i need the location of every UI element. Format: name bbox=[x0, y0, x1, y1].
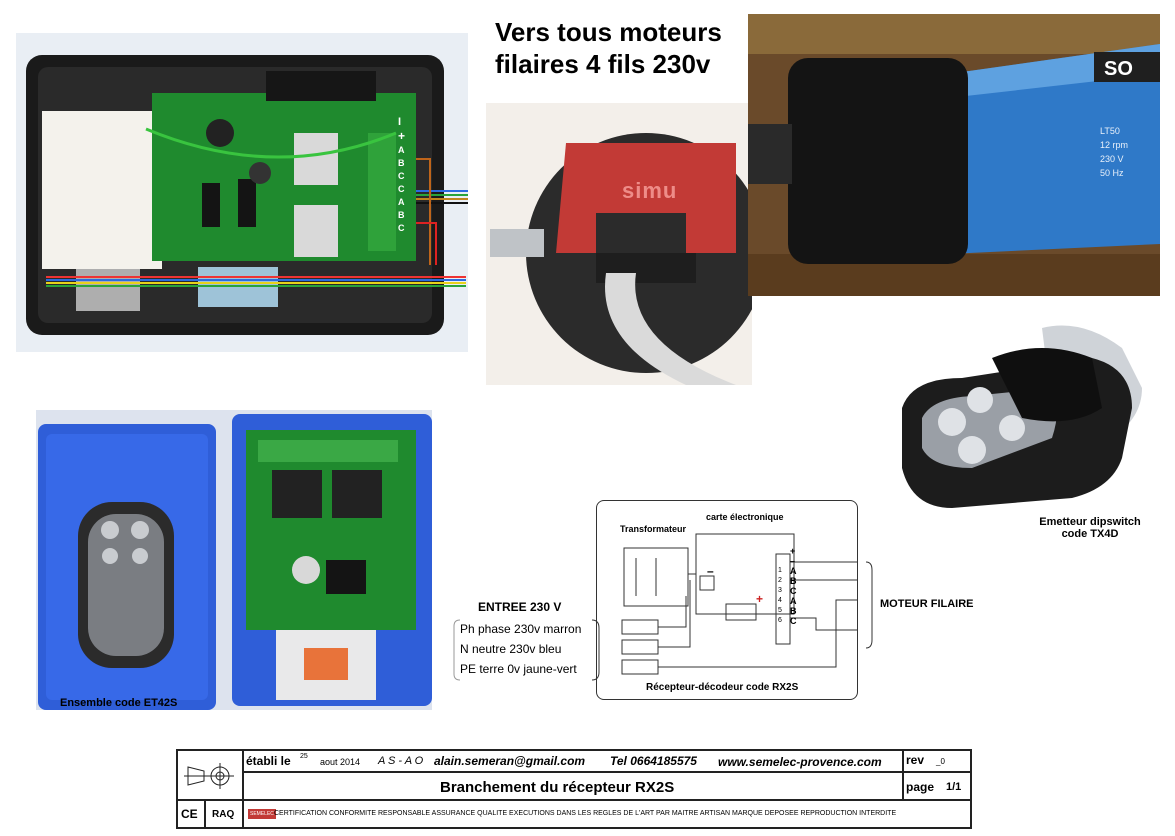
schema-terminal: C bbox=[790, 586, 797, 596]
schema-terminal-number: 3 bbox=[778, 587, 782, 594]
schema-terminal: + bbox=[790, 546, 796, 556]
schema-terminal: – bbox=[790, 556, 796, 566]
schema-terminal-number: 4 bbox=[778, 597, 782, 604]
entree-title: ENTREE 230 V bbox=[478, 600, 562, 614]
motor-tube-photo bbox=[748, 14, 1160, 296]
motor-specs: LT50 12 rpm 230 V 50 Hz bbox=[1100, 124, 1128, 180]
page-value: 1/1 bbox=[946, 781, 962, 793]
semelec-badge: SEMELEC bbox=[248, 809, 276, 819]
rev-label: rev bbox=[906, 753, 925, 767]
author-email: alain.semeran@gmail.com bbox=[434, 754, 586, 768]
motor-brand: SO bbox=[1104, 58, 1133, 80]
ce-cell: CE bbox=[177, 800, 205, 828]
etabli-label: établi le bbox=[246, 754, 291, 768]
terminal-label: C bbox=[398, 184, 405, 194]
schema-terminal: B bbox=[790, 606, 797, 616]
schema-terminals: + – A B C A B C bbox=[790, 546, 797, 626]
motor-spec: 12 rpm bbox=[1100, 140, 1129, 150]
schema-terminal-number: 5 bbox=[778, 607, 782, 614]
terminal-label: I bbox=[398, 116, 402, 128]
moteur-filaire-label: MOTEUR FILAIRE bbox=[880, 598, 974, 610]
raq-cell: RAQ bbox=[205, 800, 243, 828]
rev-cell: rev _0 bbox=[903, 750, 971, 772]
motor-head-photo bbox=[486, 103, 752, 385]
terminal-label: A bbox=[398, 145, 405, 155]
schema-terminal: A bbox=[790, 596, 797, 606]
motor-spec: LT50 bbox=[1100, 126, 1120, 136]
terminal-labels: I + A B C C A B C bbox=[398, 116, 414, 235]
document-title: Branchement du récepteur RX2S bbox=[440, 779, 675, 796]
schema-minus: – bbox=[707, 564, 714, 578]
schema-terminal: A bbox=[790, 566, 797, 576]
phone-number: Tel 0664185575 bbox=[610, 754, 697, 768]
motor-spec: 230 V bbox=[1100, 154, 1124, 164]
title-cell: Branchement du récepteur RX2S bbox=[243, 772, 903, 800]
remote-caption: Emetteur dipswitch code TX4D bbox=[1034, 516, 1146, 540]
ce-mark: CE bbox=[181, 807, 198, 821]
schema-transfo-label: Transformateur bbox=[620, 524, 687, 534]
ensemble-photo bbox=[36, 410, 432, 710]
headline: Vers tous moteurs filaires 4 fils 230v bbox=[495, 16, 755, 80]
schema-terminal-numbers: 1 2 3 4 5 6 bbox=[778, 566, 782, 626]
schema-terminal-number: 1 bbox=[778, 567, 782, 574]
projection-symbol-icon bbox=[184, 763, 234, 789]
certification-text: CERTIFICATION CONFORMITE RESPONSABLE ASS… bbox=[274, 810, 897, 817]
terminal-label: B bbox=[398, 210, 405, 220]
schematic-lines bbox=[621, 533, 858, 675]
certification-cell: SEMELEC CERTIFICATION CONFORMITE RESPONS… bbox=[243, 800, 971, 828]
headline-line-1: Vers tous moteurs bbox=[495, 17, 722, 47]
website: www.semelec-provence.com bbox=[718, 755, 882, 769]
entree-line-phase: Ph phase 230v marron bbox=[460, 622, 582, 636]
date-day: 25 bbox=[300, 753, 308, 760]
schema-terminal: B bbox=[790, 576, 797, 586]
simu-logo: simu bbox=[622, 178, 678, 203]
moteur-bracket bbox=[865, 561, 873, 649]
ensemble-caption: Ensemble code ET42S bbox=[60, 697, 178, 709]
receiver-photo bbox=[16, 33, 468, 352]
remote-photo bbox=[892, 318, 1154, 520]
entree-line-neutre: N neutre 230v bleu bbox=[460, 642, 562, 656]
page-cell: page 1/1 bbox=[903, 772, 971, 800]
terminal-label: C bbox=[398, 171, 405, 181]
schema-receiver-caption: Récepteur-décodeur code RX2S bbox=[646, 682, 799, 693]
page-label: page bbox=[906, 780, 935, 794]
headline-line-2: filaires 4 fils 230v bbox=[495, 49, 711, 79]
date-rest: aout 2014 bbox=[320, 757, 361, 767]
entree-bracket bbox=[453, 619, 600, 681]
schema-plus: + bbox=[756, 592, 764, 606]
terminal-label: + bbox=[398, 129, 406, 143]
title-block: établi le 25 aout 2014 A S - A O alain.s… bbox=[176, 749, 972, 829]
terminal-label: C bbox=[398, 223, 405, 233]
schema-terminal-number: 6 bbox=[778, 617, 782, 624]
schema-carte-label: carte électronique bbox=[706, 512, 784, 522]
remote-caption-line-1: Emetteur dipswitch bbox=[1039, 516, 1141, 528]
raq-mark: RAQ bbox=[212, 809, 235, 820]
author-initials: A S - A O bbox=[378, 755, 424, 767]
title-block-logo-cell bbox=[177, 750, 243, 800]
terminal-label: B bbox=[398, 158, 405, 168]
rev-value: _0 bbox=[936, 757, 945, 766]
entree-line-terre: PE terre 0v jaune-vert bbox=[460, 662, 577, 676]
terminal-label: A bbox=[398, 197, 405, 207]
schema-terminal: C bbox=[790, 616, 797, 626]
title-block-info-row: établi le 25 aout 2014 A S - A O alain.s… bbox=[243, 750, 903, 772]
schema-terminal-number: 2 bbox=[778, 577, 782, 584]
remote-caption-line-2: code TX4D bbox=[1061, 528, 1119, 540]
motor-spec: 50 Hz bbox=[1100, 168, 1124, 178]
